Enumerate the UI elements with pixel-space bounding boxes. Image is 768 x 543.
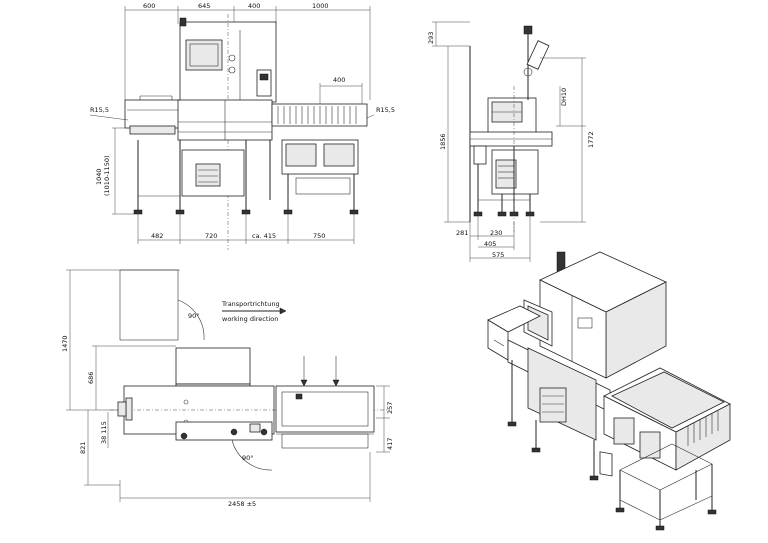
front-top-dim-2: 645 [198, 2, 210, 10]
isometric-view [487, 251, 731, 531]
top-total-length: 2458 ±5 [228, 500, 256, 508]
side-top-dim: 293 [427, 32, 435, 44]
front-height-dim-2: (1010-1150) [103, 155, 111, 196]
side-bottom-dim-1: 281 [456, 229, 468, 237]
conveyor-rollers [277, 106, 357, 124]
top-right-dim-2: 417 [386, 438, 394, 450]
top-right-dim-1: 257 [386, 402, 394, 414]
iso-rollers [687, 411, 719, 446]
front-view: 600 645 400 1000 R15,5 R15,5 [89, 2, 395, 250]
side-bottom-dim-2: 230 [490, 229, 502, 237]
front-bottom-dim-1: 482 [151, 232, 163, 240]
bottom-angle-label: 90° [242, 454, 254, 462]
top-left-dim-4: 38 115 [100, 421, 108, 444]
front-top-dim-3: 400 [248, 2, 260, 10]
direction-label-en: working direction [222, 315, 278, 323]
side-total-height: 1856 [439, 133, 447, 150]
front-top-dim-1: 600 [143, 2, 155, 10]
side-bottom-dim-3: 405 [484, 240, 496, 248]
side-bottom-dim-4: 575 [492, 251, 504, 259]
front-sub-dim: 400 [333, 76, 345, 84]
direction-label-de: Transportrichtung [221, 300, 280, 308]
side-right-dim: 1772 [587, 131, 595, 148]
front-radius-left: R15,5 [90, 106, 109, 114]
top-angle-label: 90° [188, 312, 200, 320]
side-view: 293 1856 DH10 1772 [427, 21, 595, 262]
front-radius-right: R15,5 [376, 106, 395, 114]
front-top-dim-4: 1000 [312, 2, 329, 10]
top-left-dim-2: 686 [87, 372, 95, 384]
top-left-dim-1: 1470 [61, 335, 69, 352]
front-bottom-dim-3: ca. 415 [252, 232, 276, 240]
beacon-icon [179, 17, 187, 27]
front-bottom-dim-2: 720 [205, 232, 217, 240]
front-height-dim-1: 1040 [95, 168, 103, 185]
side-beacon-icon [523, 25, 533, 35]
top-view: Transportrichtung working direction 1470… [61, 269, 394, 508]
monitor-screen [185, 39, 223, 71]
side-dim-small: DH10 [560, 88, 568, 106]
front-bottom-dim-4: 750 [313, 232, 325, 240]
top-left-dim-3: 821 [79, 442, 87, 454]
